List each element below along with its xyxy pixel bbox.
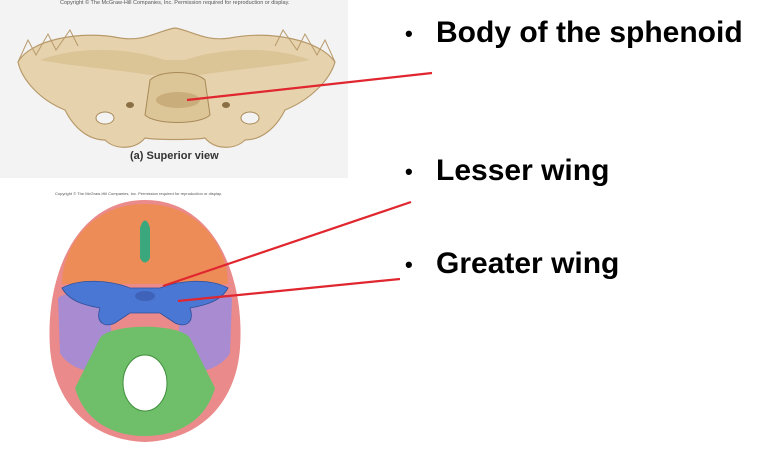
bullet-marker: • <box>405 159 413 184</box>
bullet-label-greater-wing: Greater wing <box>436 247 620 280</box>
crista-galli <box>140 220 150 263</box>
leader-lesser-wing <box>162 200 412 288</box>
leader-greater-wing <box>177 277 401 303</box>
figure-b-copyright: Copyright © The McGraw-Hill Companies, I… <box>55 191 222 196</box>
foramen-magnum <box>122 354 168 412</box>
sphenoid-region <box>61 280 229 326</box>
lesser-wing-shade <box>40 49 310 75</box>
sphenoid-illustration <box>17 27 336 148</box>
leader-body <box>186 71 433 102</box>
left-wing-edge <box>17 29 79 63</box>
skull-illustration <box>49 200 241 442</box>
bullet-marker: • <box>405 21 413 46</box>
bullet-label-body: Body of the sphenoid <box>436 16 743 49</box>
sella-small <box>135 291 155 301</box>
right-wing-edge <box>274 29 336 63</box>
bullet-marker: • <box>405 252 413 277</box>
figure-a-caption: (a) Superior view <box>130 150 219 162</box>
left-rotundum <box>126 102 134 108</box>
cranial-floor-figure: Copyright © The McGraw-Hill Companies, I… <box>40 188 250 446</box>
bullet-label-lesser-wing: Lesser wing <box>436 154 610 187</box>
left-foramen <box>95 111 115 125</box>
right-foramen <box>240 111 260 125</box>
right-rotundum <box>222 102 230 108</box>
figure-a-copyright: Copyright © The McGraw-Hill Companies, I… <box>60 0 290 6</box>
sella-turcica <box>156 92 200 108</box>
